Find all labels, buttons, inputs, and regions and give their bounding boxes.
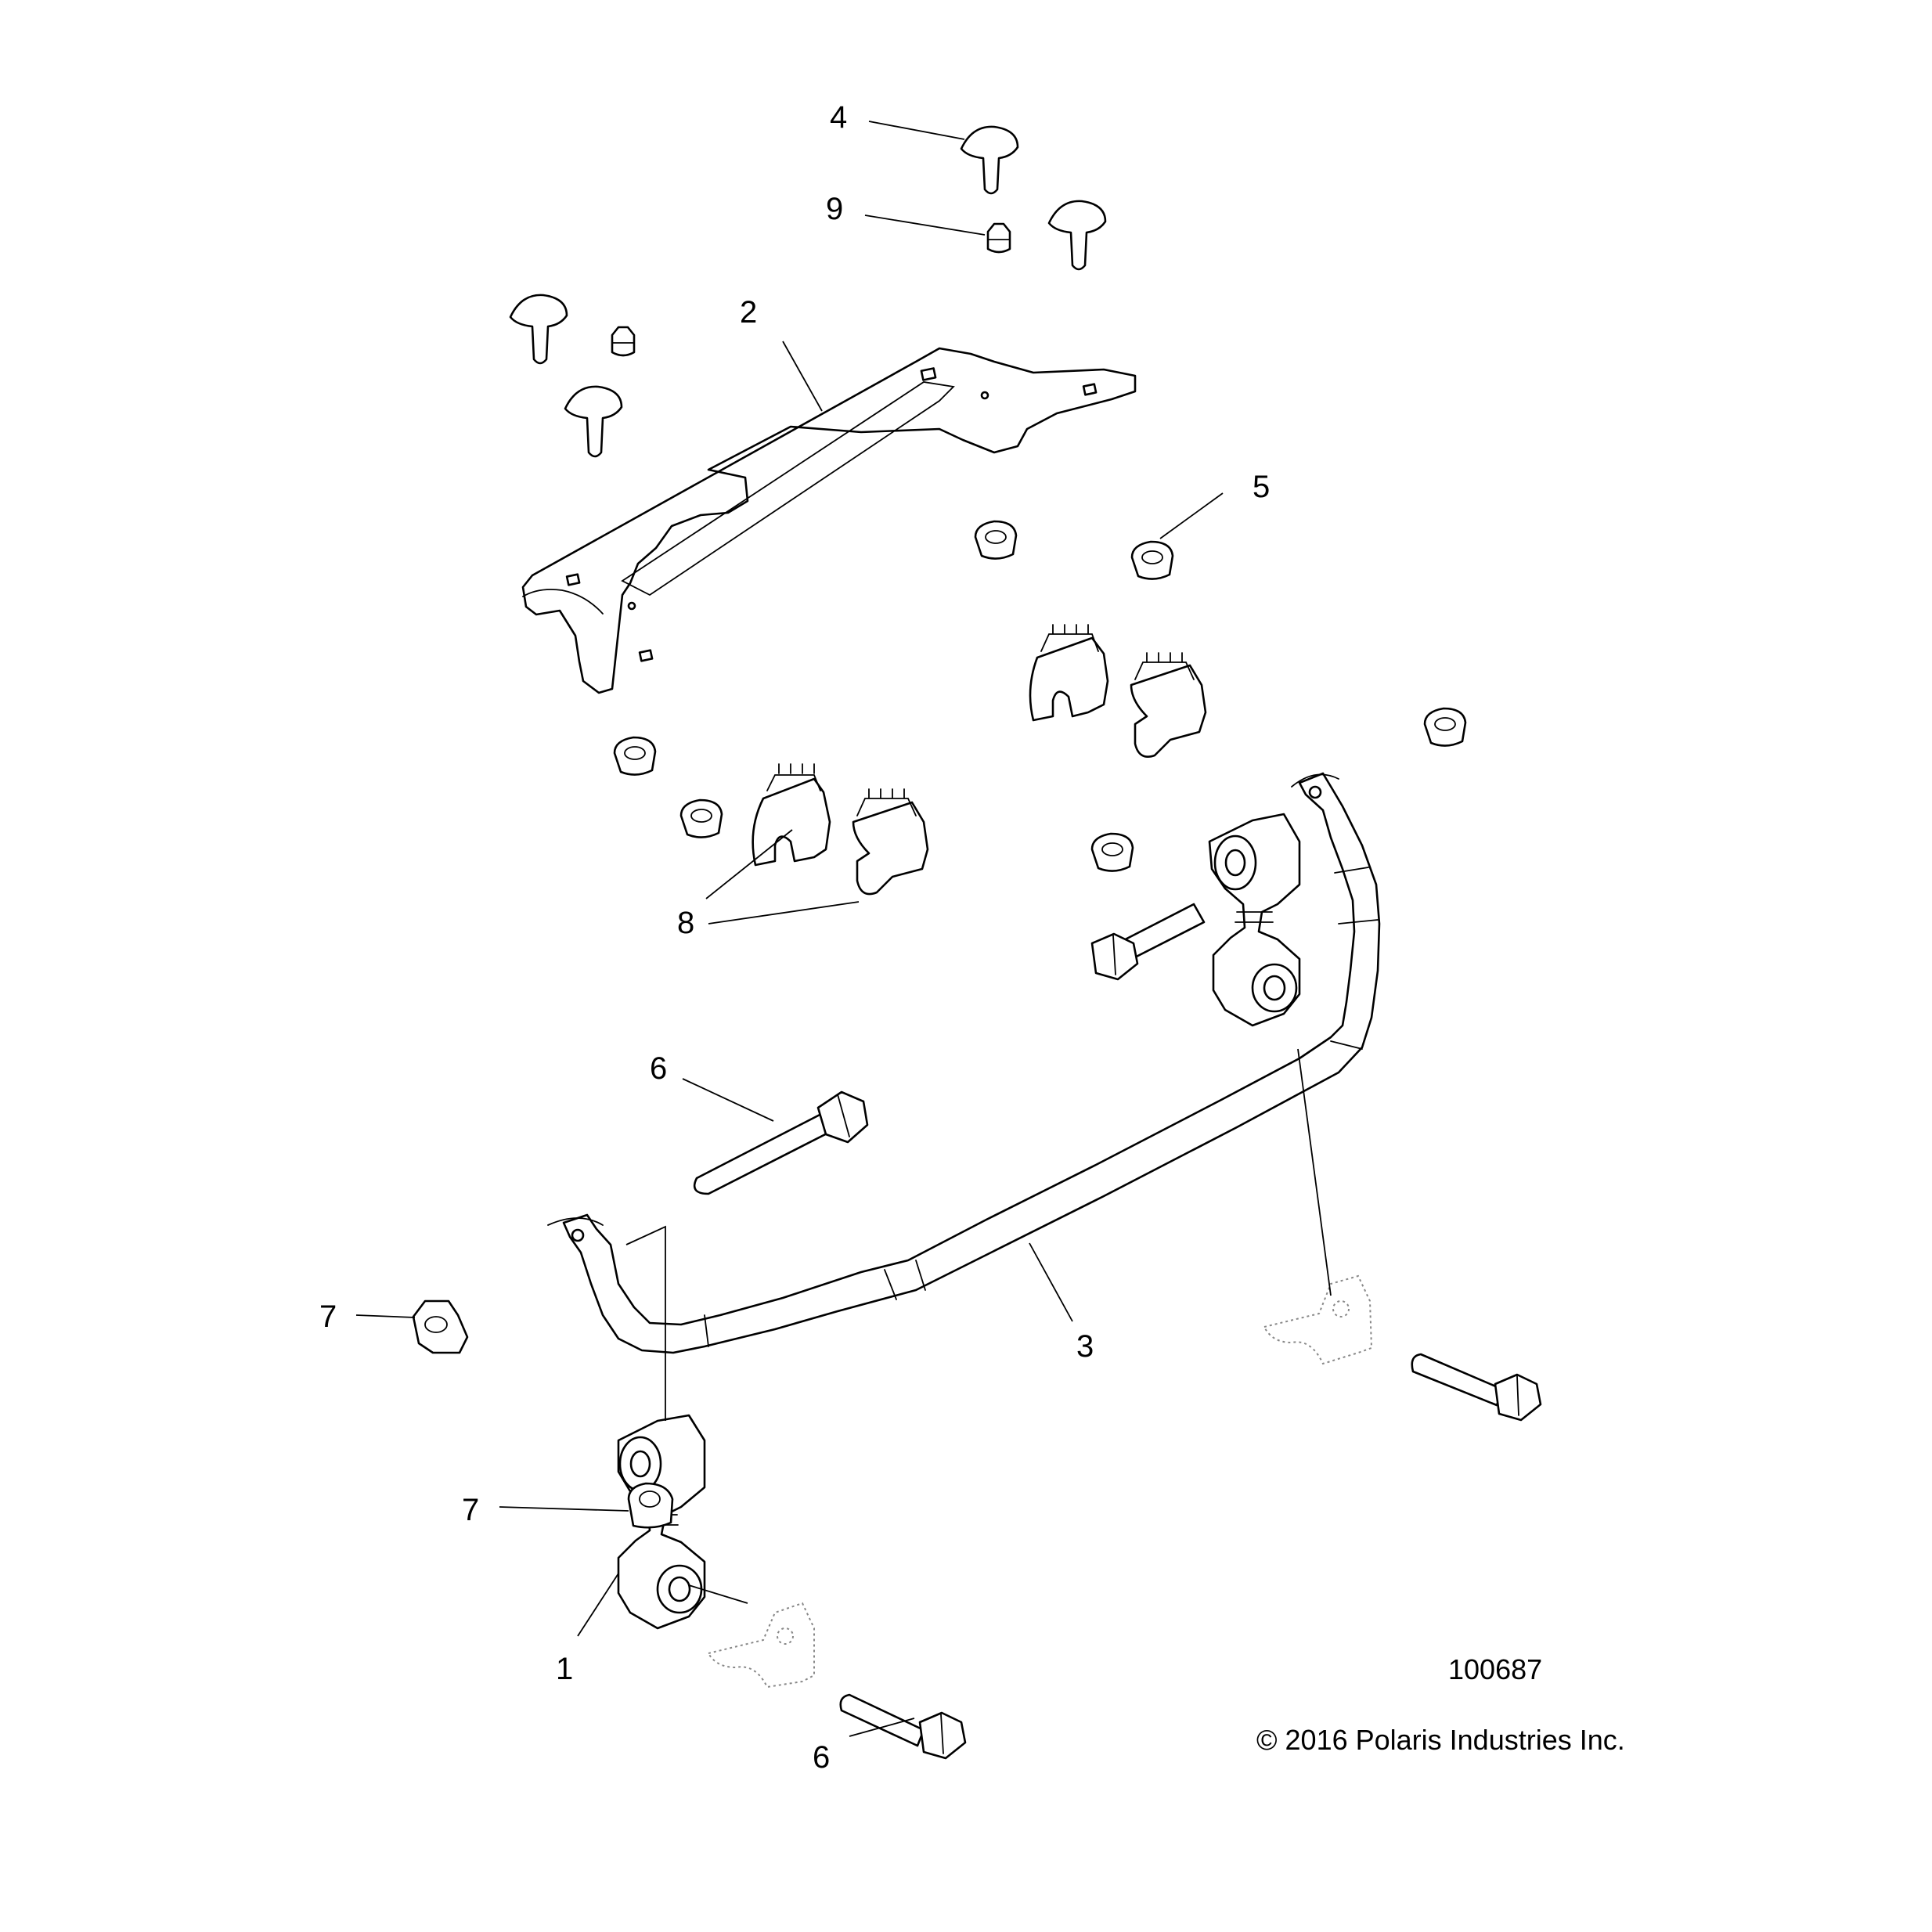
leader-2 — [782, 341, 823, 412]
leader-3 — [1029, 1242, 1073, 1322]
callout-3: 3 — [1076, 1329, 1094, 1364]
bolt-6-center — [693, 1090, 869, 1195]
flange-nut-left-lower — [679, 798, 723, 838]
bushing-right-front — [1029, 624, 1109, 722]
flange-nut-5 — [1130, 540, 1174, 580]
grease-fitting-left — [611, 326, 636, 357]
carriage-bolt-upper-right — [1047, 200, 1107, 271]
callout-5: 5 — [1253, 470, 1270, 504]
callout-8: 8 — [677, 906, 694, 940]
carriage-bolt-left-bottom — [564, 385, 623, 458]
stabilizer-link-right — [1208, 813, 1301, 1027]
bushing-8-left-front — [752, 763, 831, 867]
leader-1 — [577, 1573, 619, 1637]
callout-7-upper: 7 — [319, 1299, 337, 1334]
leader-8-b — [708, 901, 860, 925]
flange-nut-7-lower — [627, 1482, 674, 1529]
leader-8-a — [705, 829, 793, 899]
bushing-8-left-rear — [852, 788, 929, 896]
leader-9 — [864, 214, 986, 236]
frame-tab-reference-left — [707, 1602, 815, 1689]
mounting-plate-2 — [521, 347, 1137, 694]
carriage-bolt-left-top — [509, 294, 568, 365]
leader-7-upper — [355, 1314, 416, 1318]
callout-9: 9 — [826, 192, 843, 226]
leader-6-center — [682, 1078, 774, 1122]
leader-5 — [1159, 492, 1224, 539]
flange-nut-left-upper — [613, 736, 657, 776]
stabilizer-bar-3 — [547, 772, 1381, 1354]
flange-nut-center — [1090, 832, 1134, 872]
drawing-number: 100687 — [1448, 1653, 1542, 1685]
grease-fitting-9 — [986, 222, 1011, 254]
callout-4: 4 — [830, 100, 847, 135]
callout-6-bottom: 6 — [813, 1740, 830, 1775]
bolt-right-lower — [1411, 1353, 1542, 1422]
leader-4 — [868, 121, 965, 140]
copyright-notice: © 2016 Polaris Industries Inc. — [1256, 1724, 1625, 1756]
flange-nut-upper-center — [974, 520, 1018, 560]
callout-1: 1 — [556, 1652, 573, 1686]
bolt-right-upper — [1090, 903, 1206, 981]
carriage-bolt-4 — [960, 125, 1019, 195]
leader-7-lower — [499, 1506, 629, 1512]
callout-2: 2 — [740, 295, 757, 330]
flange-nut-7-upper — [412, 1299, 469, 1354]
assembly-reference-line-right — [1297, 1048, 1332, 1296]
bolt-6-bottom — [839, 1693, 967, 1760]
flange-nut-right — [1423, 707, 1467, 747]
callout-6-center: 6 — [650, 1051, 667, 1086]
leader-6-bottom — [849, 1718, 915, 1737]
leader-1-to-tab — [688, 1584, 748, 1604]
bushing-right-rear — [1130, 652, 1207, 758]
frame-tab-reference-right — [1263, 1274, 1373, 1365]
callout-7-lower: 7 — [462, 1493, 479, 1527]
assembly-reference-line — [625, 1225, 666, 1421]
